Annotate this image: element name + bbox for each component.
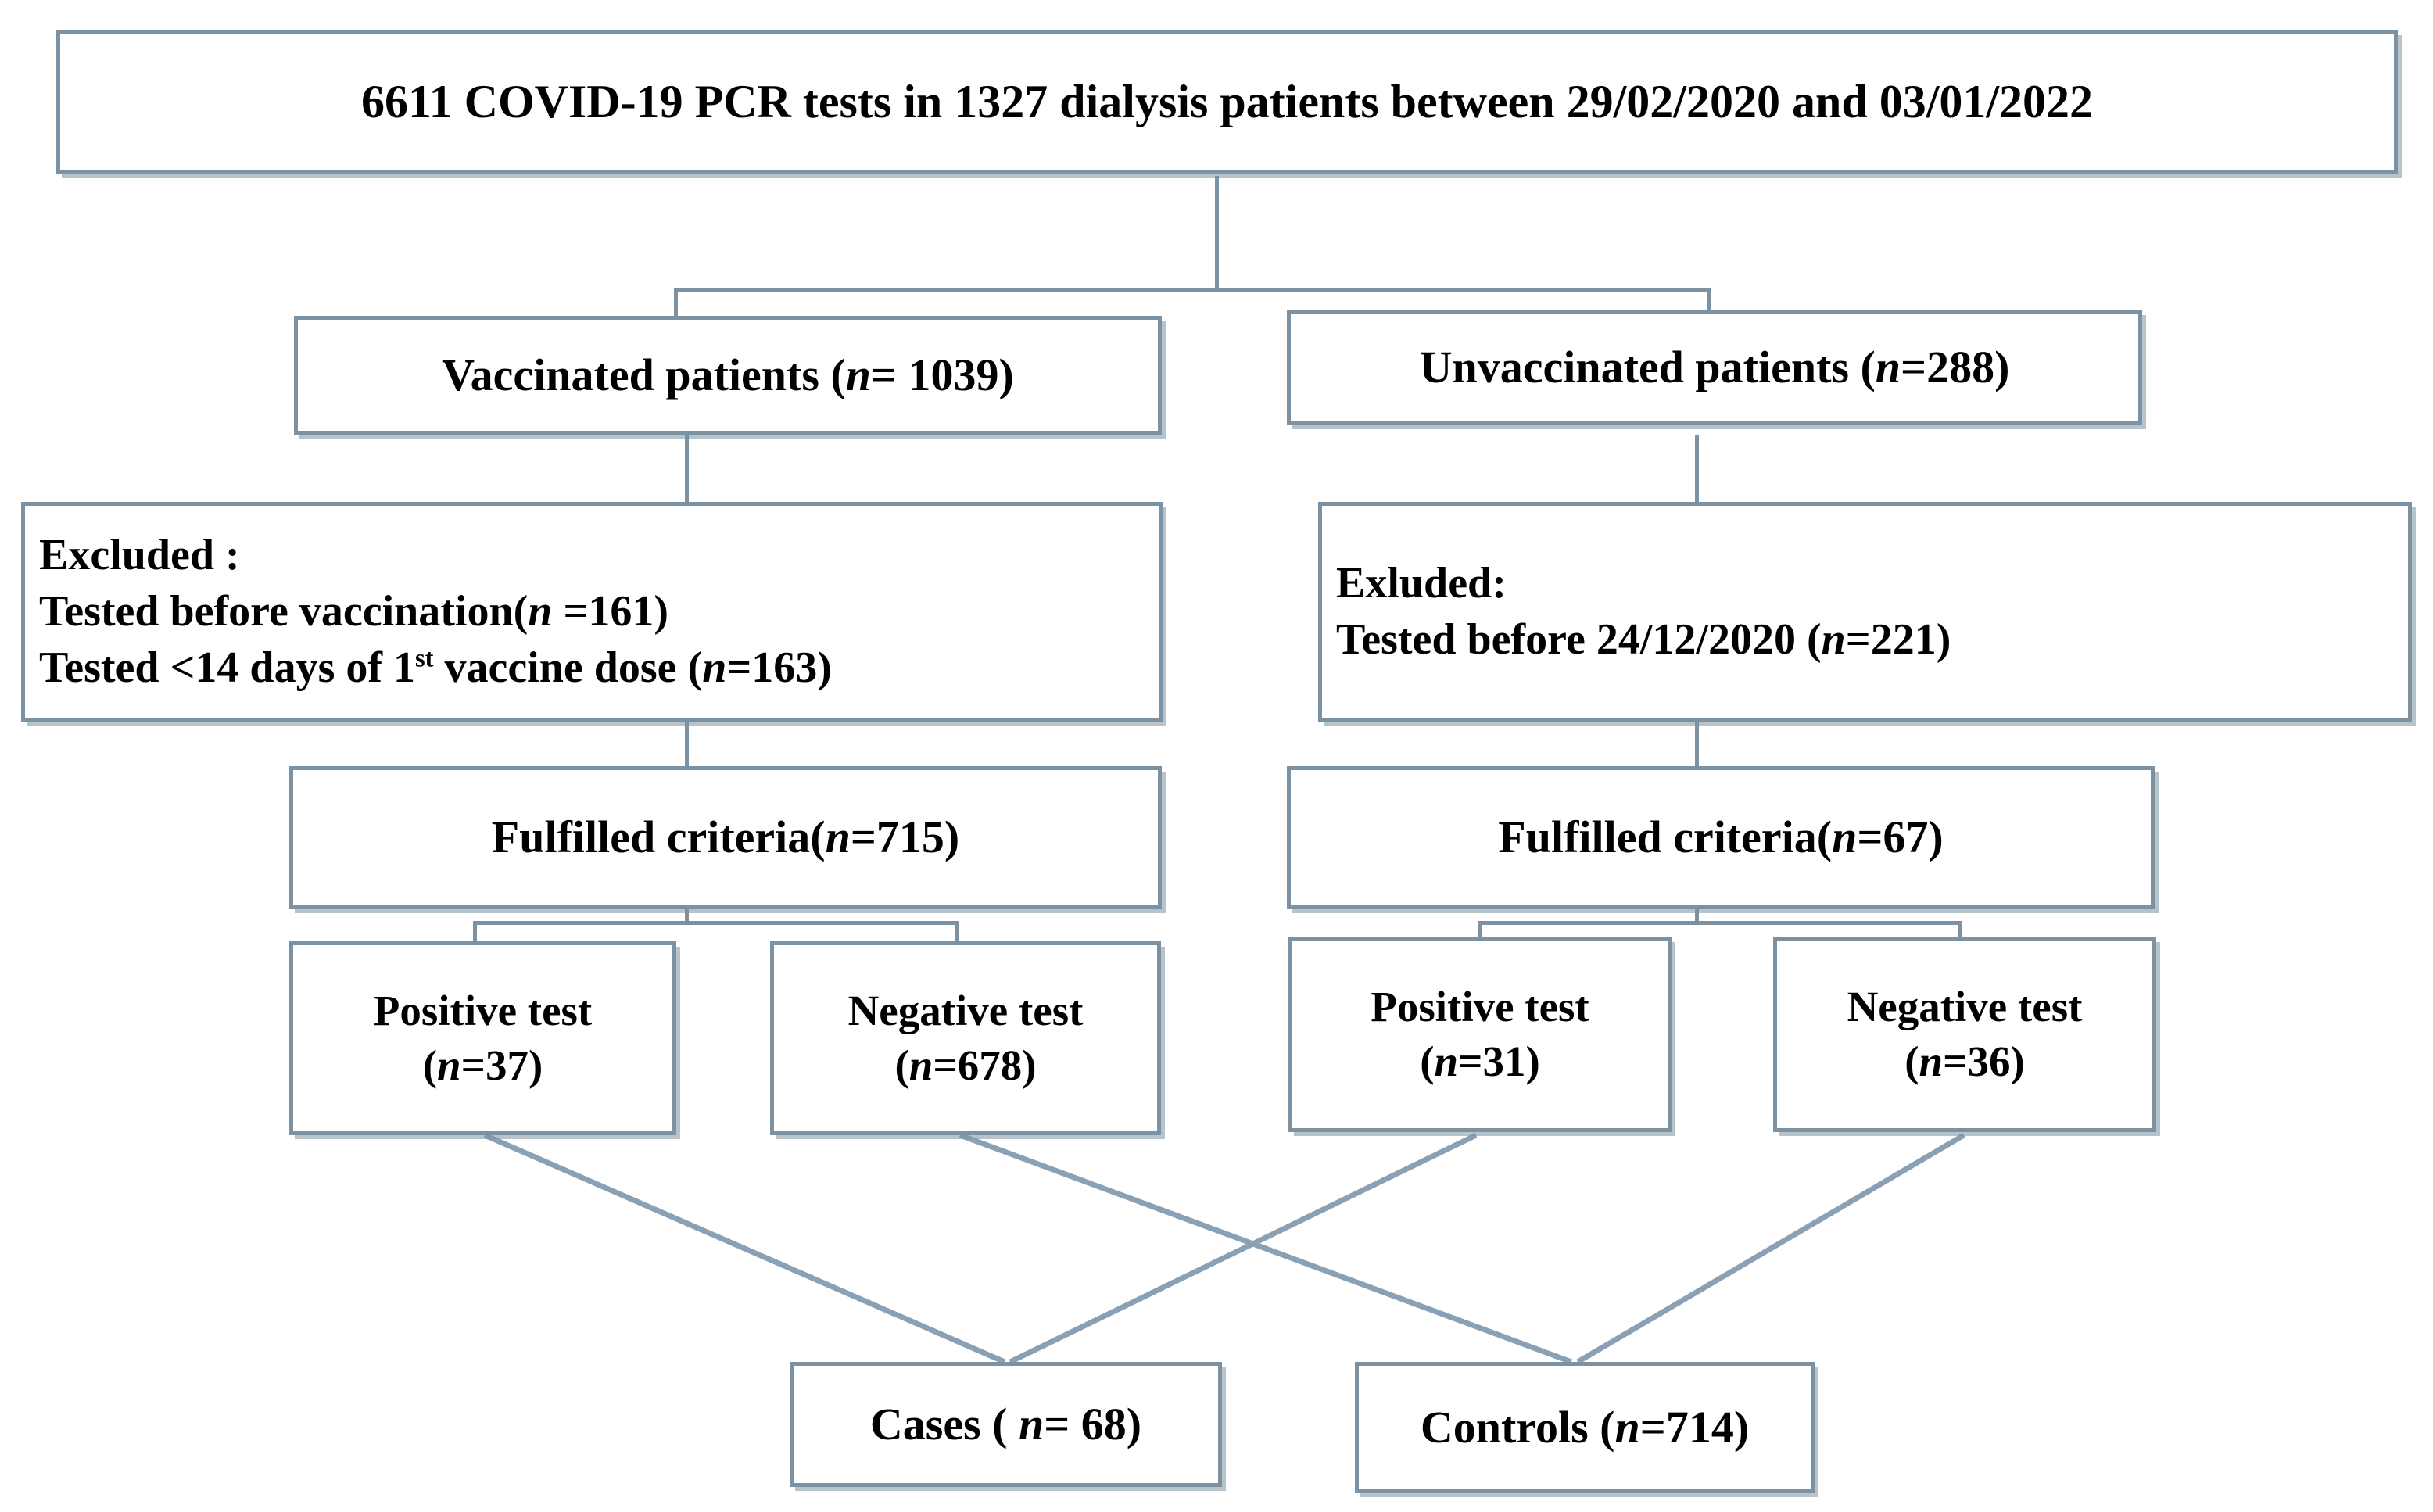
n-symbol: n xyxy=(702,643,727,692)
node-vaccinated-positive-test[interactable]: Positive test (n=37) xyxy=(289,941,676,1135)
node-controls[interactable]: Controls (n=714) xyxy=(1355,1362,1815,1493)
n-symbol: n xyxy=(528,587,553,636)
connector-vaxpositive-to-cases xyxy=(483,1132,1006,1365)
node-unvaccinated-patients[interactable]: Unvaccinated patients (n=288) xyxy=(1287,310,2142,425)
unvax-negative-title: Negative test xyxy=(1847,982,2083,1030)
node-unvaccinated-label: Unvaccinated patients (n=288) xyxy=(1419,341,2010,392)
n-symbol: n xyxy=(437,1041,461,1089)
node-excluded-vaccinated[interactable]: Excluded : Tested before vaccination(n =… xyxy=(21,502,1163,722)
node-excluded-unvaccinated[interactable]: Exluded: Tested before 24/12/2020 (n=221… xyxy=(1318,502,2412,722)
connector-to-unvax-negative xyxy=(1958,921,1962,943)
vax-negative-count: (n=678) xyxy=(894,1041,1037,1089)
connector-excludedunvax-to-fulfilled xyxy=(1695,722,1699,766)
connector-unvaccinated-to-excluded xyxy=(1695,435,1699,502)
node-unvaccinated-positive-test[interactable]: Positive test (n=31) xyxy=(1288,937,1672,1132)
n-symbol: n xyxy=(908,1041,933,1089)
unvax-negative-count: (n=36) xyxy=(1904,1037,2025,1085)
connector-root-split xyxy=(674,288,1711,292)
vax-positive-title: Positive test xyxy=(373,986,593,1034)
fulfilled-unvax-label: Fulfilled criteria(n=67) xyxy=(1498,812,1944,863)
connector-fulfilledvax-split xyxy=(473,921,958,925)
node-vaccinated-patients[interactable]: Vaccinated patients (n= 1039) xyxy=(294,316,1162,435)
cases-label: Cases ( n= 68) xyxy=(869,1398,1142,1449)
excluded-vax-heading: Excluded : xyxy=(39,531,240,580)
connector-excludedvax-to-fulfilled xyxy=(685,722,689,766)
connector-vaxnegative-to-controls xyxy=(959,1132,1573,1365)
unvax-positive-title: Positive test xyxy=(1371,982,1589,1030)
node-fulfilled-criteria-vaccinated[interactable]: Fulfilled criteria(n=715) xyxy=(289,766,1162,909)
n-symbol: n xyxy=(1919,1037,1944,1085)
connector-unvaxpositive-to-cases xyxy=(1009,1132,1478,1365)
n-symbol: n xyxy=(1614,1401,1640,1453)
connector-fulfilledvax-stem xyxy=(685,909,689,923)
controls-label: Controls (n=714) xyxy=(1420,1401,1750,1453)
n-symbol: n xyxy=(845,349,871,400)
excluded-vax-line2: Tested <14 days of 1st vaccine dose (n=1… xyxy=(39,643,832,692)
n-symbol: n xyxy=(1018,1398,1045,1449)
connector-root-stem xyxy=(1215,176,1219,289)
node-root-total-tests[interactable]: 6611 COVID-19 PCR tests in 1327 dialysis… xyxy=(56,30,2398,174)
connector-to-vax-positive xyxy=(473,921,477,943)
n-symbol: n xyxy=(1832,812,1858,863)
connector-fulfilledunvax-stem xyxy=(1695,909,1699,923)
connector-vaccinated-to-excluded xyxy=(685,435,689,502)
connector-to-vax-negative xyxy=(955,921,959,943)
connector-to-unvaccinated xyxy=(1707,288,1711,316)
n-symbol: n xyxy=(825,812,851,863)
node-cases[interactable]: Cases ( n= 68) xyxy=(790,1362,1222,1487)
connector-to-unvax-positive xyxy=(1478,921,1482,943)
excluded-unvax-heading: Exluded: xyxy=(1336,559,1507,608)
ordinal-superscript: st xyxy=(415,644,434,673)
connector-unvaxnegative-to-controls xyxy=(1576,1132,1965,1365)
node-fulfilled-criteria-unvaccinated[interactable]: Fulfilled criteria(n=67) xyxy=(1287,766,2155,909)
excluded-unvax-line1: Tested before 24/12/2020 (n=221) xyxy=(1336,615,1951,664)
node-unvaccinated-negative-test[interactable]: Negative test (n=36) xyxy=(1773,937,2156,1132)
vax-negative-title: Negative test xyxy=(847,986,1084,1034)
node-vaccinated-label: Vaccinated patients (n= 1039) xyxy=(442,349,1014,400)
connector-to-vaccinated xyxy=(674,288,678,316)
n-symbol: n xyxy=(1821,615,1846,664)
node-vaccinated-negative-test[interactable]: Negative test (n=678) xyxy=(770,941,1161,1135)
connector-fulfilledunvax-split xyxy=(1478,921,1962,925)
fulfilled-vax-label: Fulfilled criteria(n=715) xyxy=(491,812,960,863)
node-root-label: 6611 COVID-19 PCR tests in 1327 dialysis… xyxy=(360,76,2094,128)
n-symbol: n xyxy=(1875,341,1901,392)
vax-positive-count: (n=37) xyxy=(422,1041,543,1089)
unvax-positive-count: (n=31) xyxy=(1420,1037,1540,1085)
excluded-vax-line1: Tested before vaccination(n =161) xyxy=(39,587,668,636)
n-symbol: n xyxy=(1434,1037,1459,1085)
